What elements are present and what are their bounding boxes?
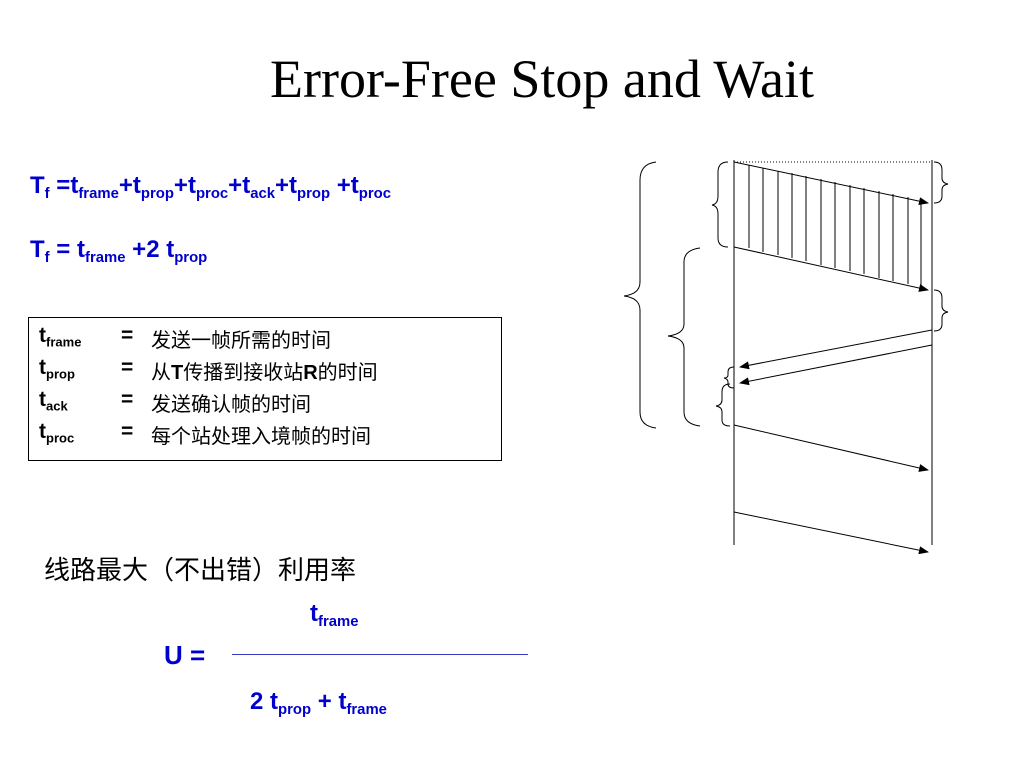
definition-equals: = bbox=[121, 388, 134, 411]
formula-term-base: t bbox=[187, 172, 196, 199]
definitions-box: tframe = 发送一帧所需的时间 tprop = 从T传播到接收站R的时间 … bbox=[28, 317, 502, 461]
denominator-sub: frame bbox=[346, 702, 387, 719]
definition-row-ack: tack = 发送确认帧的时间 bbox=[39, 388, 491, 420]
formula-lhs-sub: f bbox=[44, 186, 50, 203]
proc-brace-mid bbox=[933, 289, 949, 332]
utilization-label: 线路最大（不出错）利用率 bbox=[44, 556, 357, 586]
next-frame-edge-2 bbox=[733, 511, 929, 555]
formula-term-base: t bbox=[132, 172, 141, 199]
numerator-base: t bbox=[310, 600, 318, 627]
numerator-sub: frame bbox=[318, 614, 359, 631]
formula-term-prefix: + bbox=[275, 172, 290, 199]
definition-symbol: tproc bbox=[39, 420, 74, 446]
formula-lhs: T bbox=[30, 236, 45, 263]
fraction-bar bbox=[232, 654, 528, 655]
desc-part: 传播到接收站 bbox=[183, 360, 304, 384]
utilization-lhs: U = bbox=[164, 640, 206, 670]
formula-term-prefix: + bbox=[330, 172, 351, 199]
slide-title: Error-Free Stop and Wait bbox=[270, 49, 814, 109]
formula-lhs: T bbox=[30, 172, 45, 199]
definition-symbol: tprop bbox=[39, 356, 75, 382]
formula-term-base: t bbox=[70, 172, 79, 199]
formula-term-prefix: + bbox=[228, 172, 243, 199]
formula-term-prefix: + bbox=[118, 172, 133, 199]
symbol-base: t bbox=[39, 356, 46, 379]
formula-term-base: t bbox=[289, 172, 298, 199]
definition-description: 从T传播到接收站R的时间 bbox=[151, 356, 378, 385]
stop-and-wait-timing-diagram bbox=[623, 160, 949, 555]
frame-brace bbox=[711, 161, 729, 248]
denominator-base: t bbox=[338, 688, 347, 715]
next-frame-edge bbox=[733, 424, 929, 472]
ack-leading-edge bbox=[739, 329, 933, 370]
frame-time-formula-full: Tf =tframe+tprop+tproc+tack+tprop +tproc bbox=[30, 172, 391, 202]
frame-trailing-edge bbox=[733, 246, 929, 292]
formula-term-sub: ack bbox=[250, 186, 276, 203]
formula-term-base: t bbox=[242, 172, 251, 199]
formula-plus: +2 bbox=[125, 236, 167, 263]
utilization-denominator: 2 tprop + tframe bbox=[250, 688, 387, 718]
symbol-base: t bbox=[39, 420, 46, 443]
formula-term-sub: frame bbox=[85, 250, 126, 267]
formula-term-sub: frame bbox=[78, 186, 119, 203]
formula-term-prefix: + bbox=[173, 172, 188, 199]
total-time-brace bbox=[623, 161, 657, 429]
formula-eq: = bbox=[49, 172, 71, 199]
symbol-sub: proc bbox=[46, 430, 75, 446]
formula-term-base: t bbox=[166, 236, 175, 263]
denominator-plus: + bbox=[311, 688, 339, 715]
symbol-sub: frame bbox=[46, 334, 82, 350]
frame-transmission-hatching bbox=[748, 165, 922, 287]
definition-symbol: tack bbox=[39, 388, 68, 414]
denominator-lead: 2 bbox=[250, 688, 271, 715]
formula-eq: = bbox=[49, 236, 77, 263]
denominator-base: t bbox=[270, 688, 279, 715]
ack-brace bbox=[723, 366, 735, 389]
definition-symbol: tframe bbox=[39, 324, 81, 350]
formula-term-sub: prop bbox=[174, 250, 208, 267]
definition-equals: = bbox=[121, 420, 134, 443]
formula-term-base: t bbox=[350, 172, 359, 199]
ack-trailing-edge bbox=[739, 344, 933, 386]
formula-term-sub: proc bbox=[195, 186, 229, 203]
symbol-sub: ack bbox=[46, 398, 68, 414]
desc-part: 的时间 bbox=[317, 360, 378, 384]
definition-equals: = bbox=[121, 356, 134, 379]
desc-part: 从 bbox=[151, 360, 171, 384]
formula-lhs-sub: f bbox=[44, 250, 50, 267]
definition-description: 发送一帧所需的时间 bbox=[151, 328, 331, 352]
definition-row-frame: tframe = 发送一帧所需的时间 bbox=[39, 324, 491, 356]
denominator-sub: prop bbox=[278, 702, 312, 719]
symbol-base: t bbox=[39, 324, 46, 347]
formula-term-base: t bbox=[77, 236, 85, 263]
formula-term-sub: proc bbox=[358, 186, 392, 203]
utilization-numerator: tframe bbox=[310, 600, 359, 630]
definition-equals: = bbox=[121, 324, 134, 347]
formula-term-sub: prop bbox=[297, 186, 331, 203]
proc-brace-top bbox=[933, 161, 949, 204]
proc-brace-bottom bbox=[715, 383, 731, 427]
prop-ack-brace bbox=[667, 247, 701, 427]
desc-station-t: T bbox=[171, 362, 184, 384]
frame-time-formula-simplified: Tf = tframe +2 tprop bbox=[30, 236, 207, 266]
desc-station-r: R bbox=[303, 362, 318, 384]
symbol-sub: prop bbox=[46, 366, 75, 382]
definition-row-prop: tprop = 从T传播到接收站R的时间 bbox=[39, 356, 491, 388]
formula-term-sub: prop bbox=[140, 186, 174, 203]
definition-description: 每个站处理入境帧的时间 bbox=[151, 424, 371, 448]
definition-row-proc: tproc = 每个站处理入境帧的时间 bbox=[39, 420, 491, 452]
frame-leading-edge bbox=[733, 161, 929, 206]
symbol-base: t bbox=[39, 388, 46, 411]
definition-description: 发送确认帧的时间 bbox=[151, 392, 311, 416]
